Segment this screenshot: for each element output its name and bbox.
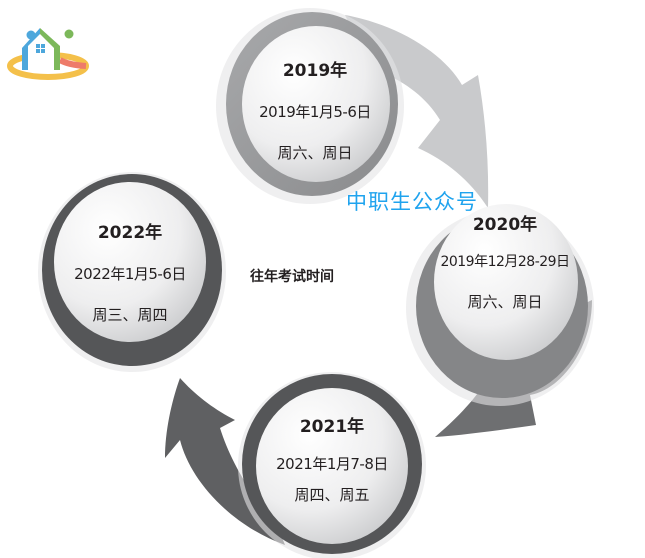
year-label: 2021年: [299, 417, 365, 437]
node-2021: 2021年 2021年1月7-8日 周四、周五: [246, 412, 418, 505]
exam-date: 2021年1月7-8日: [276, 455, 388, 473]
watermark: 中职生公众号: [346, 190, 478, 214]
year-label: 2022年: [97, 223, 163, 243]
exam-weekday: 周六、周日: [467, 293, 543, 311]
year-label: 2019年: [282, 61, 348, 81]
node-2022: 2022年 2022年1月5-6日 周三、周四: [44, 218, 216, 325]
circle-2022: [38, 172, 226, 372]
circle-2021: [238, 372, 426, 558]
exam-date: 2019年12月28-29日: [440, 254, 570, 270]
exam-date: 2022年1月5-6日: [74, 265, 186, 283]
exam-date: 2019年1月5-6日: [259, 103, 371, 121]
exam-weekday: 周三、周四: [92, 306, 168, 324]
exam-weekday: 周六、周日: [277, 144, 353, 162]
logo-icon: [7, 28, 89, 80]
node-2020: 2020年 2019年12月28-29日 周六、周日: [420, 210, 590, 312]
exam-weekday: 周四、周五: [294, 486, 370, 504]
year-label: 2020年: [472, 215, 538, 235]
circle-2019: [216, 8, 404, 204]
node-2019: 2019年 2019年1月5-6日 周六、周日: [230, 56, 400, 163]
diagram-title: 往年考试时间: [250, 269, 334, 285]
circle-2020: [406, 204, 594, 406]
